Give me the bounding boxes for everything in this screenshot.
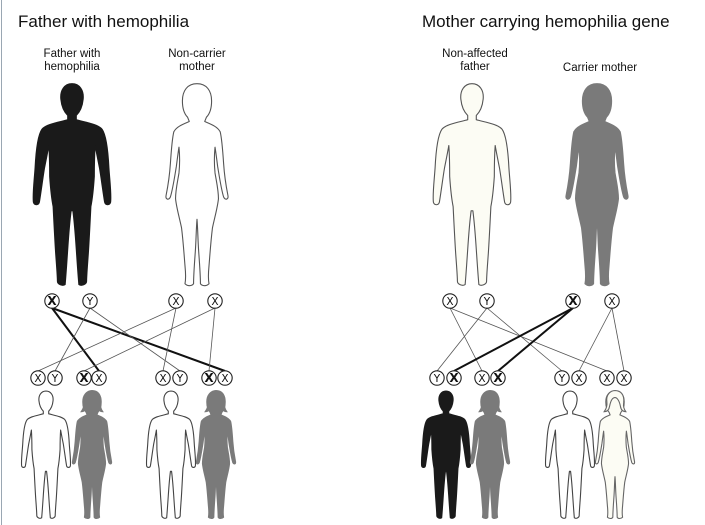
figure-body bbox=[166, 84, 228, 286]
figure-body bbox=[545, 391, 594, 518]
child-chromosome: X bbox=[156, 371, 170, 385]
child-chromosome: Y bbox=[173, 371, 187, 385]
child-chromosome: X bbox=[92, 371, 106, 385]
chromosome-letter: X bbox=[34, 373, 41, 385]
chromosome-letter: X bbox=[159, 373, 166, 385]
child-chromosome: X bbox=[491, 371, 505, 385]
parent-mother-figure bbox=[166, 84, 228, 286]
child-chromosome: X bbox=[31, 371, 45, 385]
figure-body bbox=[595, 391, 634, 518]
child-chromosome: X bbox=[617, 371, 631, 385]
parent-chromosome: X bbox=[208, 294, 222, 308]
inheritance-line bbox=[612, 308, 624, 371]
parent-chromosome: X bbox=[45, 294, 59, 308]
chromosome-letter: X bbox=[620, 373, 627, 385]
figure-body bbox=[433, 84, 511, 286]
child-chromosome: X bbox=[475, 371, 489, 385]
child-girl-figure bbox=[196, 391, 235, 519]
child-chromosome: Y bbox=[48, 371, 62, 385]
child-boy-figure bbox=[545, 391, 594, 518]
inheritance-line bbox=[437, 308, 487, 371]
chromosome-letter: X bbox=[608, 296, 615, 308]
child-chromosome: X bbox=[77, 371, 91, 385]
chromosome-letter: X bbox=[575, 373, 582, 385]
figure-body bbox=[470, 391, 509, 518]
child-girl-figure bbox=[595, 391, 634, 519]
child-chromosome: Y bbox=[430, 371, 444, 385]
inheritance-line bbox=[450, 308, 482, 371]
figure-body bbox=[72, 391, 111, 518]
parent-chromosome: X bbox=[443, 294, 457, 308]
chromosome-letter: Y bbox=[558, 373, 566, 385]
child-boy-figure bbox=[421, 391, 470, 518]
chromosome-letter: Y bbox=[86, 296, 94, 308]
inheritance-line bbox=[498, 308, 573, 371]
chromosome-letter: X bbox=[478, 373, 485, 385]
chromosome-letter: Y bbox=[483, 296, 491, 308]
chromosome-letter: X bbox=[95, 373, 102, 385]
figure-body bbox=[146, 391, 195, 518]
inheritance-line bbox=[454, 308, 573, 371]
parent-mother-figure bbox=[566, 84, 628, 286]
parent-chromosome: X bbox=[169, 294, 183, 308]
inheritance-line bbox=[52, 308, 225, 371]
child-chromosome: X bbox=[447, 371, 461, 385]
inheritance-line bbox=[579, 308, 612, 371]
child-chromosome: X bbox=[600, 371, 614, 385]
chromosome-letter: X bbox=[221, 373, 228, 385]
child-chromosome: Y bbox=[555, 371, 569, 385]
figure-body bbox=[21, 391, 70, 518]
chromosome-letter: X bbox=[446, 296, 453, 308]
chromosome-letter: X bbox=[79, 371, 89, 385]
figure-body bbox=[566, 84, 628, 286]
chromosome-letter: X bbox=[493, 371, 503, 385]
parent-chromosome: X bbox=[605, 294, 619, 308]
parent-chromosome: X bbox=[566, 294, 580, 308]
child-boy-figure bbox=[21, 391, 70, 518]
chromosome-letter: Y bbox=[51, 373, 59, 385]
child-girl-figure bbox=[470, 391, 509, 519]
chromosome-letter: X bbox=[568, 294, 578, 308]
inheritance-line bbox=[209, 308, 215, 371]
child-girl-figure bbox=[72, 391, 111, 519]
inheritance-line bbox=[163, 308, 176, 371]
parent-father-figure bbox=[433, 84, 511, 286]
child-chromosome: X bbox=[218, 371, 232, 385]
chromosome-letter: X bbox=[603, 373, 610, 385]
child-boy-figure bbox=[146, 391, 195, 518]
chromosome-letter: X bbox=[47, 294, 57, 308]
parent-chromosome: Y bbox=[480, 294, 494, 308]
figure-body bbox=[421, 391, 470, 518]
inheritance-line bbox=[487, 308, 562, 371]
chromosome-letter: X bbox=[172, 296, 179, 308]
parent-father-figure bbox=[33, 84, 111, 286]
figure-body bbox=[196, 391, 235, 518]
child-chromosome: X bbox=[202, 371, 216, 385]
chromosome-letter: X bbox=[204, 371, 214, 385]
chromosome-letter: X bbox=[211, 296, 218, 308]
chromosome-letter: Y bbox=[433, 373, 441, 385]
chromosome-letter: X bbox=[449, 371, 459, 385]
child-chromosome: X bbox=[572, 371, 586, 385]
chromosome-letter: Y bbox=[176, 373, 184, 385]
figure-body bbox=[33, 84, 111, 286]
parent-chromosome: Y bbox=[83, 294, 97, 308]
